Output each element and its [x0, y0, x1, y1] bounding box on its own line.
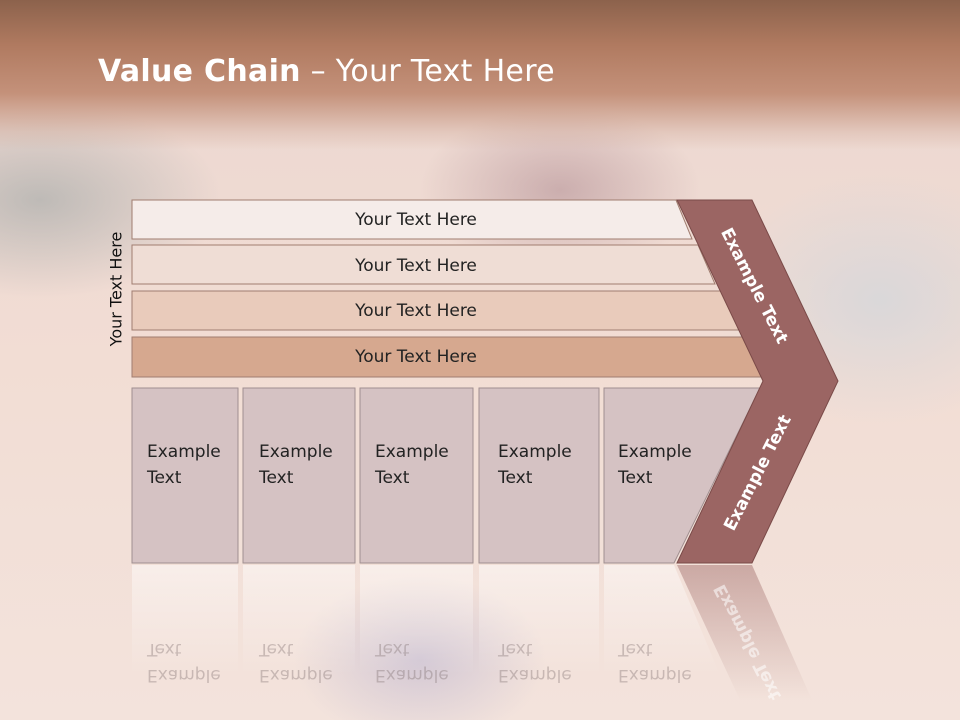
- box-reflection: [479, 565, 599, 675]
- box-label-line: Example: [147, 665, 221, 685]
- bar-label-3: Your Text Here: [355, 301, 477, 321]
- box-2: [242, 387, 356, 564]
- bar-label-1: Your Text Here: [355, 209, 477, 230]
- box-label-reflection: Example Text: [259, 636, 333, 688]
- box-5: [603, 387, 761, 564]
- slide-title: Value Chain – Your Text Here: [98, 54, 555, 89]
- box-label-line: Text: [259, 639, 294, 659]
- box-label-line: Text: [375, 639, 410, 659]
- box-label-reflection: Example Text: [147, 636, 221, 688]
- title-bold: Value Chain: [98, 54, 301, 89]
- box-label-line: Example: [618, 665, 692, 685]
- box-label-line: Text: [147, 468, 182, 488]
- bar-label-4: Your Text Here: [355, 347, 477, 367]
- box-label-line: Example: [618, 442, 692, 462]
- box-label-line: Example: [375, 665, 449, 685]
- chevron-arrow: [676, 199, 839, 564]
- box-reflection: [604, 565, 720, 675]
- box-label-reflection: Example Text: [375, 636, 449, 688]
- box-label-line: Text: [618, 468, 653, 488]
- box-label-line: Example: [375, 442, 449, 462]
- bar-label-2: Your Text Here: [355, 255, 477, 276]
- box-label-line: Example: [259, 665, 333, 685]
- box-label-line: Text: [147, 639, 182, 659]
- header-band: [0, 0, 960, 150]
- box-label-line: Example: [147, 442, 221, 462]
- box-reflection: [360, 565, 473, 675]
- title-rest: – Your Text Here: [300, 54, 555, 89]
- bar-1: [131, 199, 693, 240]
- box-label-line: Example: [498, 442, 572, 462]
- box-label-reflection: Example Text: [498, 636, 572, 688]
- box-3: [359, 387, 474, 564]
- chevron-reflection: [677, 565, 812, 700]
- box-label-line: Text: [498, 468, 533, 488]
- box-1: [131, 387, 239, 564]
- box-label-line: Example: [498, 665, 572, 685]
- box-label-reflection: Example Text: [618, 636, 692, 688]
- box-4: [478, 387, 600, 564]
- box-label-line: Text: [618, 639, 653, 659]
- box-reflection: [132, 565, 238, 675]
- box-label-line: Text: [498, 639, 533, 659]
- box-label-line: Text: [259, 468, 294, 488]
- bar-2: [131, 244, 716, 285]
- box-label-line: Text: [375, 468, 410, 488]
- box-reflection: [243, 565, 355, 675]
- box-label-line: Example: [259, 442, 333, 462]
